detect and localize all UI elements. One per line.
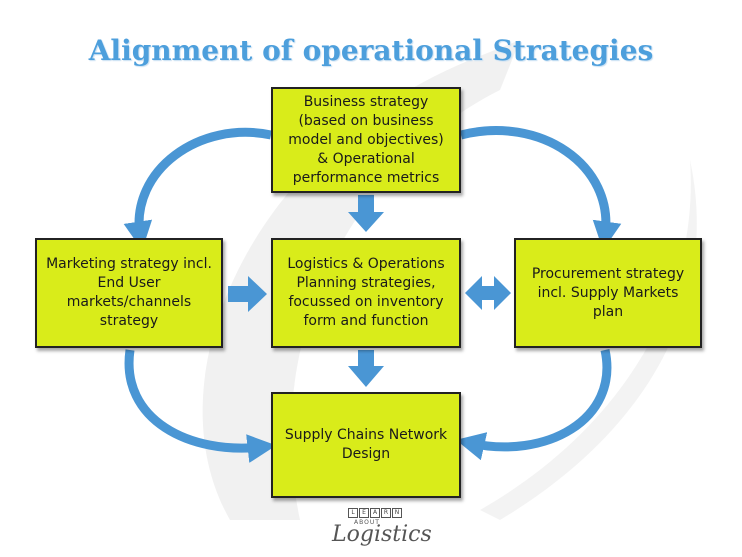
- logo-letter: E: [359, 508, 369, 518]
- curved-arrow-marketing-to-network: [124, 349, 277, 463]
- procurement-strategy-box: Procurement strategy incl. Supply Market…: [514, 238, 702, 348]
- logo-letter: N: [392, 508, 402, 518]
- marketing-strategy-text: Marketing strategy incl. End User market…: [46, 256, 212, 329]
- curved-arrow-procurement-to-network: [455, 349, 612, 461]
- logo-about: ABOUT: [354, 519, 380, 526]
- logo-word: Logistics: [332, 522, 432, 547]
- logo-letters: L E A R N: [348, 508, 402, 518]
- curved-arrow-business-to-procurement: [459, 126, 622, 251]
- business-strategy-text: Business strategy (based on business mod…: [288, 93, 444, 186]
- logistics-planning-box: Logistics & Operations Planning strategi…: [271, 238, 461, 348]
- logo-letter: R: [381, 508, 391, 518]
- block-arrow-business-to-logistics: [348, 195, 384, 232]
- block-arrow-logistics-to-network: [348, 350, 384, 387]
- curved-arrow-business-to-marketing: [123, 127, 272, 251]
- logistics-planning-text: Logistics & Operations Planning strategi…: [287, 256, 445, 329]
- learn-about-logistics-logo: L E A R N ABOUT Logistics: [326, 506, 432, 548]
- network-design-text: Supply Chains Network Design: [284, 427, 448, 462]
- block-arrow-marketing-to-logistics: [228, 276, 267, 312]
- procurement-strategy-text: Procurement strategy incl. Supply Market…: [531, 265, 685, 320]
- business-strategy-box: Business strategy (based on business mod…: [271, 87, 461, 193]
- logo-letter: L: [348, 508, 358, 518]
- network-design-box: Supply Chains Network Design: [271, 392, 461, 498]
- logo-letter: A: [370, 508, 380, 518]
- double-arrow-logistics-procurement: [465, 276, 511, 310]
- marketing-strategy-box: Marketing strategy incl. End User market…: [35, 238, 223, 348]
- page-title: Alignment of operational Strategies: [88, 34, 654, 67]
